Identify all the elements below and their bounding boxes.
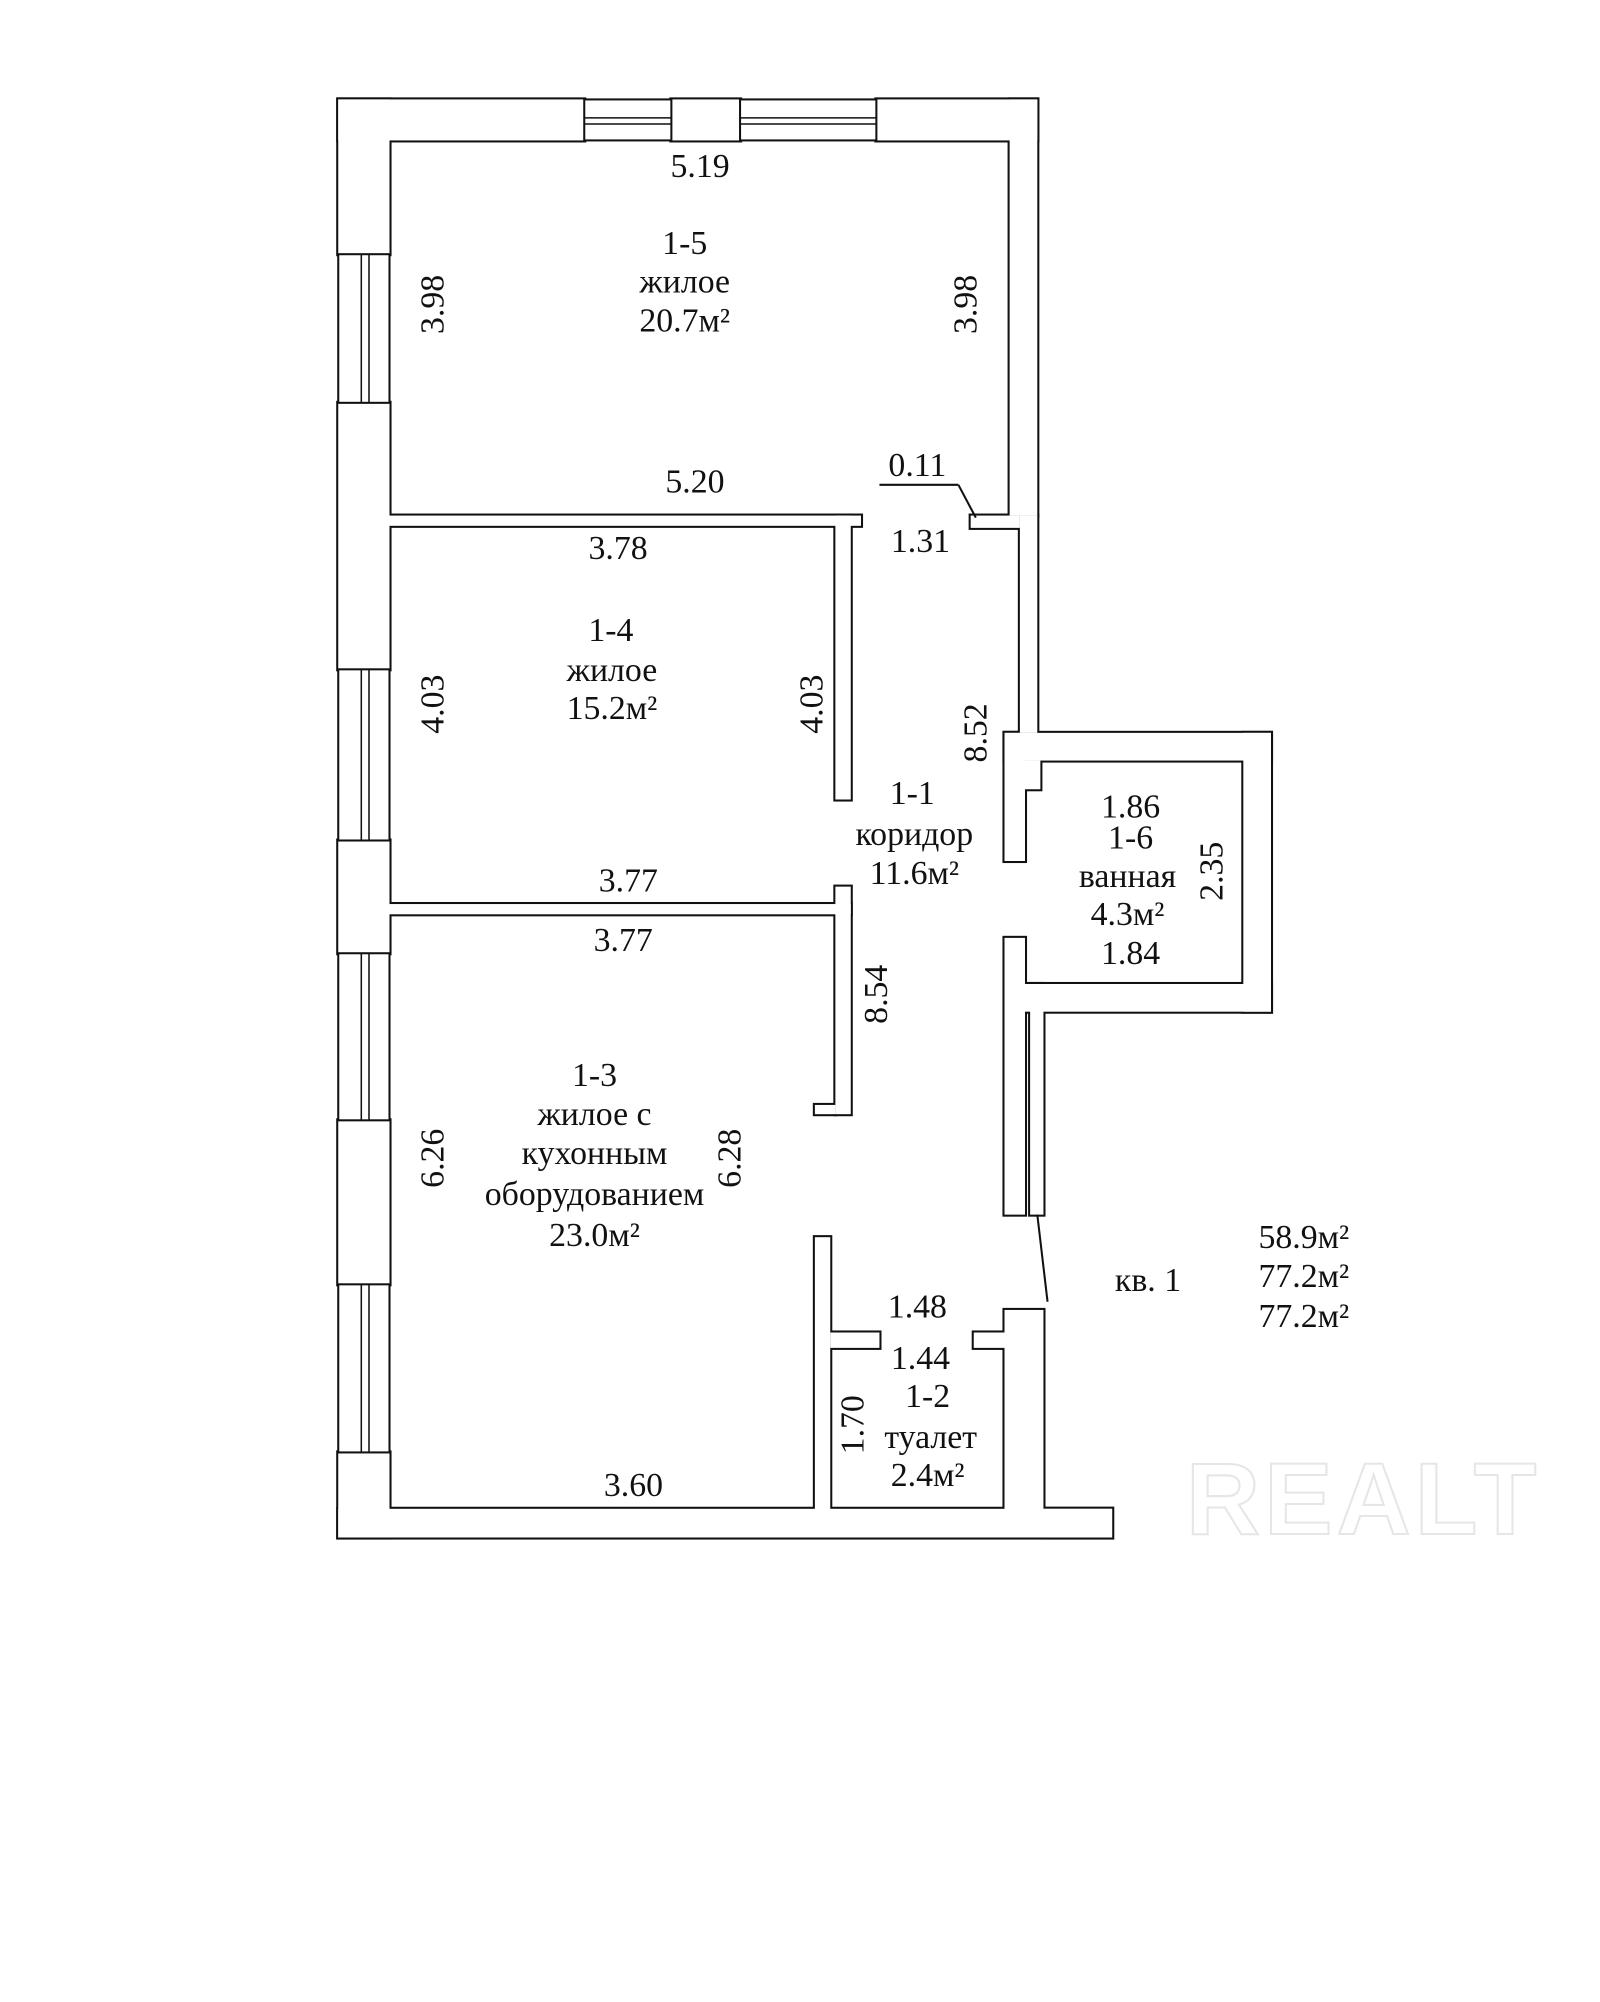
wall-segment: [1025, 760, 1041, 790]
apartment-total-area: 77.2м²: [1258, 1258, 1349, 1295]
dim-r16-side: 2.35: [1193, 842, 1230, 901]
wall-segment: [1025, 984, 1271, 1012]
room-1-5-name: жилое: [638, 264, 730, 301]
room-1-4-name: жилое: [566, 652, 658, 689]
wall-segment: [814, 1237, 831, 1512]
wall-segment: [338, 840, 390, 954]
room-1-3-area: 23.0м²: [549, 1217, 640, 1254]
wall-segment: [1004, 732, 1271, 761]
room-1-3-name-2: кухонным: [522, 1135, 668, 1172]
wall-segment: [1009, 99, 1038, 516]
dim-r11-length: 8.52: [958, 703, 995, 762]
wall-segment: [835, 515, 851, 800]
dim-r12-top: 1.44: [891, 1340, 950, 1377]
window: [739, 98, 878, 142]
dim-r14-bottom: 3.77: [599, 862, 658, 899]
dim-r12-side: 1.70: [835, 1395, 872, 1454]
dim-r12-top-outer: 1.48: [888, 1289, 947, 1326]
wall-segment: [814, 1104, 836, 1115]
dim-r15-top: 5.19: [670, 148, 729, 185]
wall-segment: [1004, 937, 1025, 1215]
room-1-2-area: 2.4м²: [891, 1457, 965, 1494]
room-1-3-name-1: жилое с: [536, 1096, 651, 1133]
wall-segment: [1043, 1508, 1113, 1538]
wall-segment: [1243, 732, 1271, 1012]
apartment-living-area: 58.9м²: [1258, 1219, 1349, 1256]
room-1-1-area: 11.6м²: [870, 855, 959, 892]
window: [337, 668, 391, 842]
window: [337, 952, 391, 1122]
room-1-6-area: 4.3м²: [1091, 896, 1165, 933]
realt-watermark-logo: REALT: [1186, 1441, 1541, 1556]
apartment-total-area-2: 77.2м²: [1258, 1298, 1349, 1335]
wall-segment: [1030, 984, 1044, 1215]
window: [337, 1283, 391, 1454]
room-1-1-name: коридор: [855, 816, 973, 853]
wall-segment: [973, 1332, 1005, 1348]
wall-segment: [1004, 732, 1025, 861]
dim-r14-right: 4.03: [794, 675, 831, 734]
room-1-3-id: 1-3: [572, 1057, 617, 1094]
entrance-door-line: [1036, 1214, 1049, 1302]
wall-segment: [389, 515, 861, 526]
windows: [337, 98, 878, 1454]
window: [337, 253, 391, 404]
apartment-label: кв. 1: [1115, 1262, 1181, 1299]
dim-r13-left: 6.26: [414, 1129, 451, 1188]
wall-segment: [970, 515, 1020, 528]
wall-segment: [338, 1508, 1113, 1538]
nib-leader-diagonal: [957, 484, 977, 519]
dim-r15-right: 3.98: [947, 275, 984, 334]
room-1-2-id: 1-2: [905, 1378, 950, 1415]
room-1-5-id: 1-5: [662, 225, 707, 262]
wall-segment: [671, 99, 741, 141]
walls: [336, 97, 1274, 1540]
room-1-4-area: 15.2м²: [567, 690, 658, 727]
wall-segment: [835, 886, 851, 1115]
wall-segment: [338, 99, 585, 141]
room-1-1-id: 1-1: [890, 775, 935, 812]
room-1-2-name: туалет: [884, 1419, 977, 1456]
dim-r16-bottom: 1.84: [1101, 935, 1160, 972]
wall-segment: [338, 1120, 390, 1285]
dim-r11-top: 1.31: [891, 523, 950, 560]
room-1-4-id: 1-4: [588, 612, 633, 649]
wall-segment: [338, 402, 390, 670]
dim-r14-top: 3.78: [588, 530, 647, 567]
room-1-6-name: ванная: [1079, 858, 1176, 895]
room-1-3-name-3: оборудованием: [485, 1176, 704, 1213]
dim-r13-right: 6.28: [712, 1129, 749, 1188]
window: [583, 98, 673, 142]
room-1-5-area: 20.7м²: [639, 303, 730, 340]
dim-r15-bottom: 5.20: [665, 464, 724, 501]
room-1-6-id: 1-6: [1108, 819, 1153, 856]
dim-nib: 0.11: [888, 447, 946, 484]
wall-segment: [1019, 515, 1038, 733]
wall-segment: [830, 1332, 880, 1348]
dim-r14-left: 4.03: [414, 675, 451, 734]
dim-r13-top: 3.77: [594, 922, 653, 959]
wall-segment: [1004, 1309, 1044, 1512]
dim-r13-bottom: 3.60: [604, 1467, 663, 1504]
dim-r15-left: 3.98: [414, 275, 451, 334]
dim-r16-top: 1.86: [1101, 789, 1160, 826]
dim-r13-partition: 8.54: [858, 965, 895, 1024]
wall-segment: [389, 904, 851, 915]
